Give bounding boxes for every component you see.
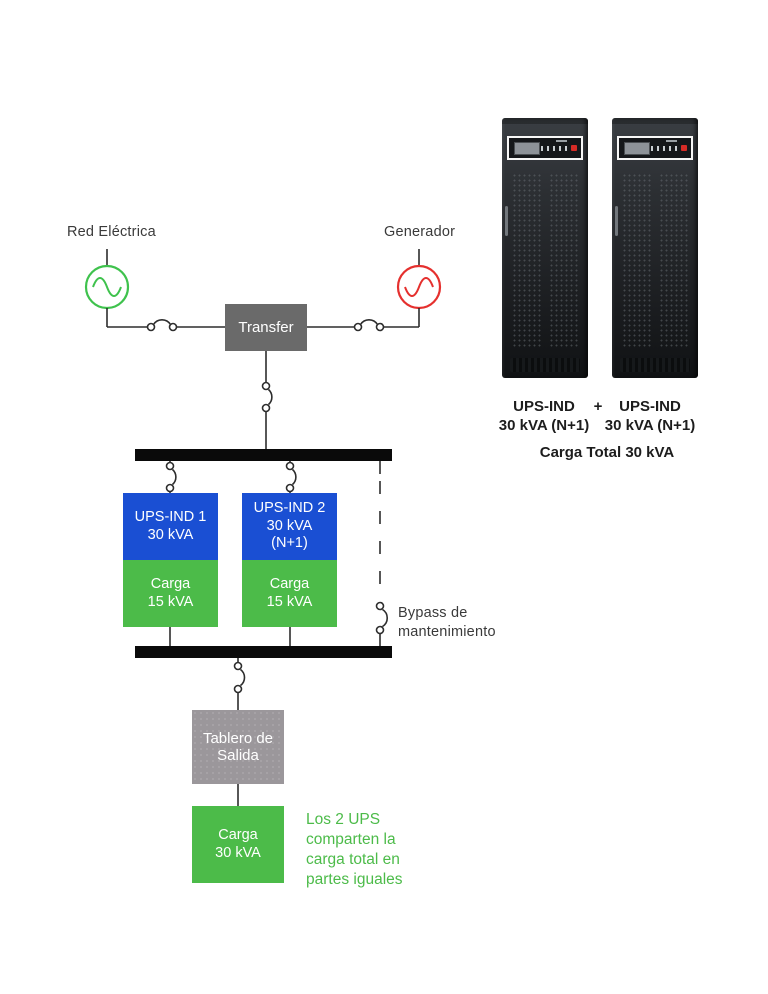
tower2-display (624, 141, 650, 155)
tower2-brand-logo (666, 140, 677, 142)
grid-source-icon (84, 249, 147, 328)
plus-sign: + (593, 398, 603, 415)
output-panel-breaker-icon (233, 658, 246, 711)
ups-output-lines (169, 627, 291, 646)
ups2-input-breaker-icon (285, 461, 297, 495)
tower1-power-button (571, 145, 577, 151)
tower1-bottom-grille (509, 358, 581, 372)
tower1-vent-grid-left (512, 173, 541, 348)
transfer-switch-box: Transfer (225, 304, 307, 351)
tower2-vent-grid-left (622, 173, 651, 348)
bypass-label: Bypass de mantenimiento (398, 605, 496, 640)
tower2-control-panel (617, 136, 693, 160)
total-capacity-caption: Carga Total 30 kVA (539, 444, 675, 461)
generator-label: Generador (384, 224, 456, 240)
tower2-vent-grid-right (659, 173, 688, 348)
input-bus-bar (135, 449, 392, 461)
tower2-status-leds (651, 145, 677, 151)
load-sharing-note: Los 2 UPS comparten la carga total en pa… (306, 811, 403, 888)
ups1-box: UPS-IND 1 30 kVA (123, 493, 218, 560)
tower2-door-handle (615, 206, 618, 236)
tower1-vent-grid-right (549, 173, 578, 348)
output-panel-box: Tablero de Salida (192, 710, 284, 784)
tower1-brand-logo (556, 140, 567, 142)
output-bus-bar (135, 646, 392, 658)
generator-source-icon (384, 249, 442, 328)
tower1-caption: UPS-IND 30 kVA (N+1) (498, 398, 590, 434)
tower1-display (514, 141, 540, 155)
total-load-box: Carga 30 kVA (192, 806, 284, 883)
transfer-switch-label: Transfer (238, 318, 294, 336)
ups1-input-breaker-icon (165, 461, 177, 495)
tower1-door-handle (505, 206, 508, 236)
tower2-caption: UPS-IND 30 kVA (N+1) (604, 398, 696, 434)
tower2-bottom-grille (619, 358, 691, 372)
ups2-box: UPS-IND 2 30 kVA (N+1) (242, 493, 337, 560)
ups2-load-box: Carga 15 kVA (242, 560, 337, 627)
ups-tower-2 (612, 118, 698, 378)
transfer-output-breaker-icon (261, 351, 273, 449)
tower1-control-panel (507, 136, 583, 160)
generator-breaker-icon (307, 318, 385, 332)
bypass-line (375, 461, 389, 646)
ups1-load-box: Carga 15 kVA (123, 560, 218, 627)
grid-breaker-icon (146, 318, 225, 332)
ups-tower-1 (502, 118, 588, 378)
tower1-status-leds (541, 145, 567, 151)
grid-label: Red Eléctrica (67, 224, 156, 240)
tower2-power-button (681, 145, 687, 151)
